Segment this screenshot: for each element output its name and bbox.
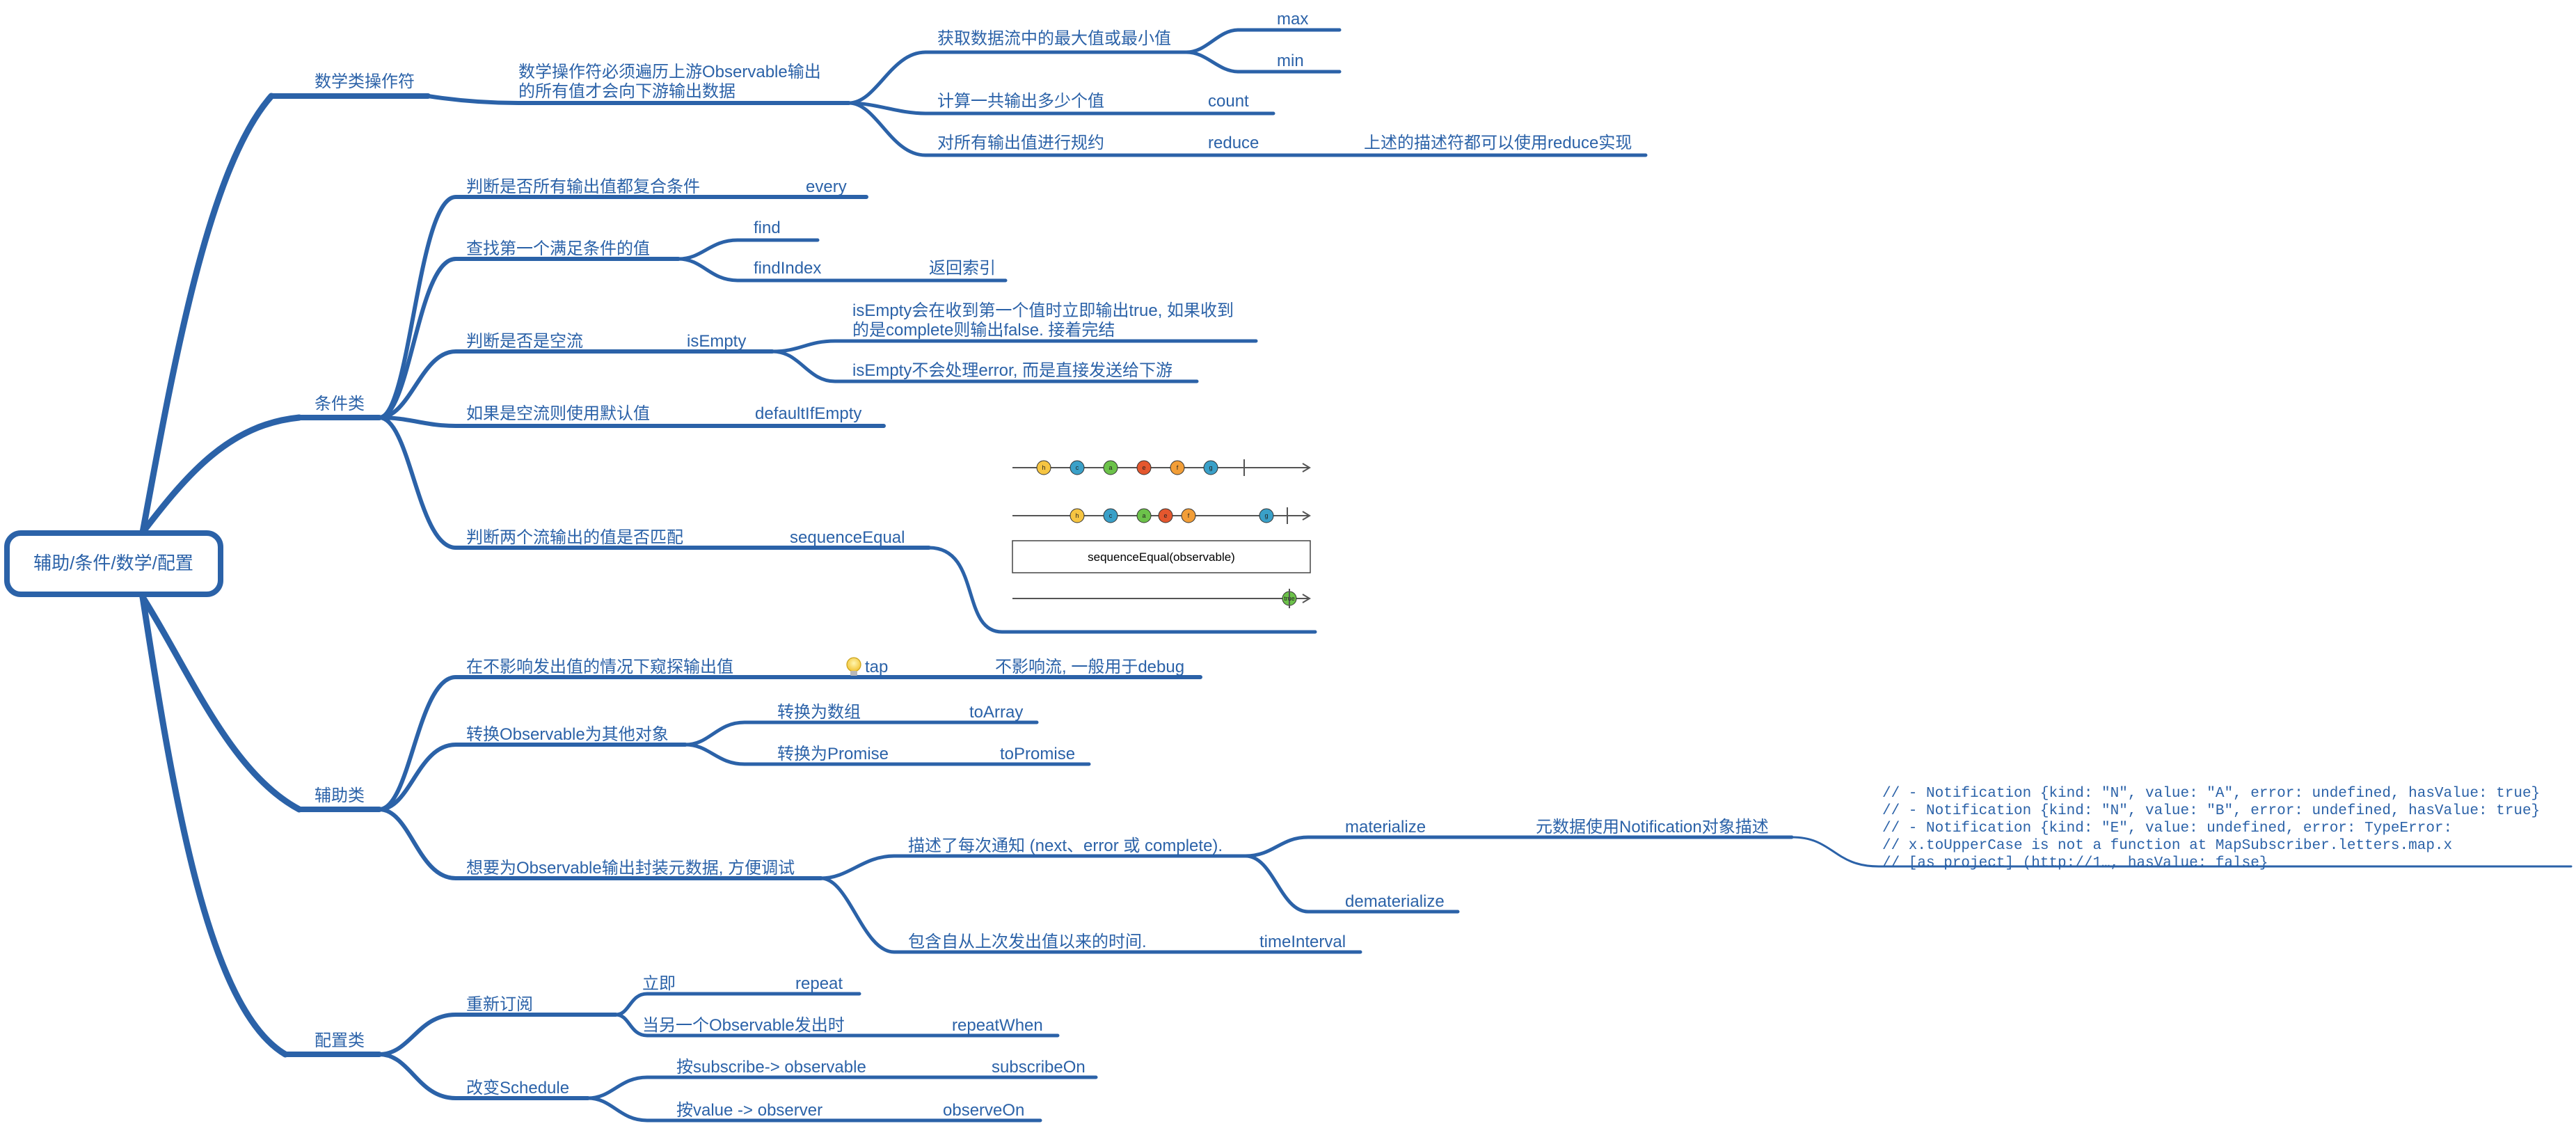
marble xyxy=(1103,460,1118,475)
category-condition[interactable]: 条件类 xyxy=(315,395,365,413)
notification-code-block: // - Notification {kind: "N", value: "A"… xyxy=(1882,786,2540,871)
meta-label[interactable]: 想要为Observable输出封装元数据, 方便调试 xyxy=(466,859,795,878)
isempty-note2[interactable]: isEmpty不会处理error, 而是直接发送给下游 xyxy=(852,361,1172,380)
op-min[interactable]: min xyxy=(1277,51,1304,70)
sched-label[interactable]: 改变Schedule xyxy=(466,1079,569,1097)
sched-sub-label[interactable]: 按subscribe-> observable xyxy=(676,1058,866,1077)
sequence-equal-box xyxy=(1012,540,1311,573)
to-promise-label[interactable]: 转换为Promise xyxy=(777,745,889,763)
marble xyxy=(1158,508,1173,523)
reduce-label[interactable]: 对所有输出值进行规约 xyxy=(937,134,1104,152)
marble-label: h xyxy=(1042,464,1045,471)
interval-label[interactable]: 包含自从上次发出值以来的时间. xyxy=(908,933,1147,951)
marble xyxy=(1103,508,1118,523)
marble-result-label: true xyxy=(1284,595,1295,602)
marble xyxy=(1259,508,1274,523)
marble xyxy=(1136,508,1152,523)
op-every[interactable]: every xyxy=(806,177,847,196)
marble-label: h xyxy=(1075,512,1079,519)
reduce-note[interactable]: 上述的描述符都可以使用reduce实现 xyxy=(1364,134,1632,152)
default-label[interactable]: 如果是空流则使用默认值 xyxy=(466,404,650,423)
code-line: // [as project] (http://1…, hasValue: fa… xyxy=(1882,855,2268,871)
sequence-equal-box-label: sequenceEqual(observable) xyxy=(1088,550,1235,564)
op-topromise[interactable]: toPromise xyxy=(1000,745,1075,763)
marble-label: g xyxy=(1209,464,1212,471)
op-tap[interactable]: tap xyxy=(865,658,888,676)
isempty-note1-line1[interactable]: isEmpty会在收到第一个值时立即输出true, 如果收到 xyxy=(852,301,1234,320)
marble-label: a xyxy=(1108,464,1112,471)
category-aux[interactable]: 辅助类 xyxy=(315,786,365,805)
category-config[interactable]: 配置类 xyxy=(315,1031,365,1050)
math-desc-line1[interactable]: 数学操作符必须遍历上游Observable输出 xyxy=(518,63,821,81)
op-observeon[interactable]: observeOn xyxy=(943,1101,1024,1120)
convert-label[interactable]: 转换Observable为其他对象 xyxy=(466,725,669,744)
marble-label: g xyxy=(1264,512,1268,519)
minmax-label[interactable]: 获取数据流中的最大值或最小值 xyxy=(937,29,1171,48)
code-line: // - Notification {kind: "N", value: "B"… xyxy=(1882,803,2540,819)
op-find[interactable]: find xyxy=(754,219,781,237)
marble-label: c xyxy=(1109,512,1113,519)
marble-label: f xyxy=(1188,512,1190,519)
op-isempty[interactable]: isEmpty xyxy=(687,332,746,351)
find-label[interactable]: 查找第一个满足条件的值 xyxy=(466,239,650,258)
isempty-label[interactable]: 判断是否是空流 xyxy=(466,332,583,351)
every-label[interactable]: 判断是否所有输出值都复合条件 xyxy=(466,177,700,196)
marble xyxy=(1070,508,1085,523)
op-dematerialize[interactable]: dematerialize xyxy=(1345,892,1445,911)
root-label: 辅助/条件/数学/配置 xyxy=(33,553,193,573)
count-label[interactable]: 计算一共输出多少个值 xyxy=(937,92,1104,111)
marble xyxy=(1203,460,1218,475)
marble xyxy=(1181,508,1196,523)
lightbulb-icon xyxy=(846,657,861,676)
op-sequenceequal[interactable]: sequenceEqual xyxy=(790,528,905,547)
op-findindex[interactable]: findIndex xyxy=(754,259,821,278)
op-max[interactable]: max xyxy=(1277,10,1308,29)
marble-label: f xyxy=(1177,464,1179,471)
sched-obs-label[interactable]: 按value -> observer xyxy=(676,1101,822,1120)
marble-label: e xyxy=(1163,512,1167,519)
marble-label: e xyxy=(1142,464,1145,471)
marble xyxy=(1170,460,1185,475)
op-defaultifempty[interactable]: defaultIfEmpty xyxy=(755,404,861,423)
op-repeatwhen[interactable]: repeatWhen xyxy=(952,1016,1043,1035)
op-timeinterval[interactable]: timeInterval xyxy=(1259,933,1346,951)
op-toarray[interactable]: toArray xyxy=(969,703,1023,722)
math-desc-line2[interactable]: 的所有值才会向下游输出数据 xyxy=(518,82,736,101)
marble-arrow-result xyxy=(1302,594,1311,603)
seq-label[interactable]: 判断两个流输出的值是否匹配 xyxy=(466,528,683,547)
materialize-note[interactable]: 元数据使用Notification对象描述 xyxy=(1536,818,1769,836)
root-node[interactable]: 辅助/条件/数学/配置 xyxy=(4,530,223,597)
resub-when-label[interactable]: 当另一个Observable发出时 xyxy=(642,1016,845,1035)
marble-label: a xyxy=(1142,512,1145,519)
op-repeat[interactable]: repeat xyxy=(795,974,843,993)
marble-label: c xyxy=(1076,464,1079,471)
notify-label[interactable]: 描述了每次通知 (next、error 或 complete). xyxy=(908,836,1223,855)
op-materialize[interactable]: materialize xyxy=(1345,818,1426,836)
connectors xyxy=(139,28,2573,1123)
op-count[interactable]: count xyxy=(1208,92,1249,111)
root-node-box xyxy=(4,530,223,597)
op-reduce[interactable]: reduce xyxy=(1208,134,1259,152)
category-math[interactable]: 数学类操作符 xyxy=(315,72,415,91)
op-subscribeon[interactable]: subscribeOn xyxy=(992,1058,1086,1077)
code-line: // - Notification {kind: "N", value: "A"… xyxy=(1882,786,2540,802)
findindex-note[interactable]: 返回索引 xyxy=(929,259,996,278)
to-array-label[interactable]: 转换为数组 xyxy=(777,703,861,722)
code-line: // x.toUpperCase is not a function at Ma… xyxy=(1882,838,2452,854)
code-line: // - Notification {kind: "E", value: und… xyxy=(1882,820,2452,836)
tap-note[interactable]: 不影响流, 一般用于debug xyxy=(995,658,1184,676)
tap-label[interactable]: 在不影响发出值的情况下窥探输出值 xyxy=(466,658,733,676)
marble-arrow-1 xyxy=(1302,463,1311,473)
resub-now-label[interactable]: 立即 xyxy=(642,974,676,993)
marble-arrow-2 xyxy=(1302,511,1311,521)
marble xyxy=(1036,460,1051,475)
resub-label[interactable]: 重新订阅 xyxy=(466,995,533,1014)
marble xyxy=(1070,460,1085,475)
isempty-note1-line2[interactable]: 的是complete则输出false. 接着完结 xyxy=(852,321,1115,340)
marble xyxy=(1136,460,1152,475)
